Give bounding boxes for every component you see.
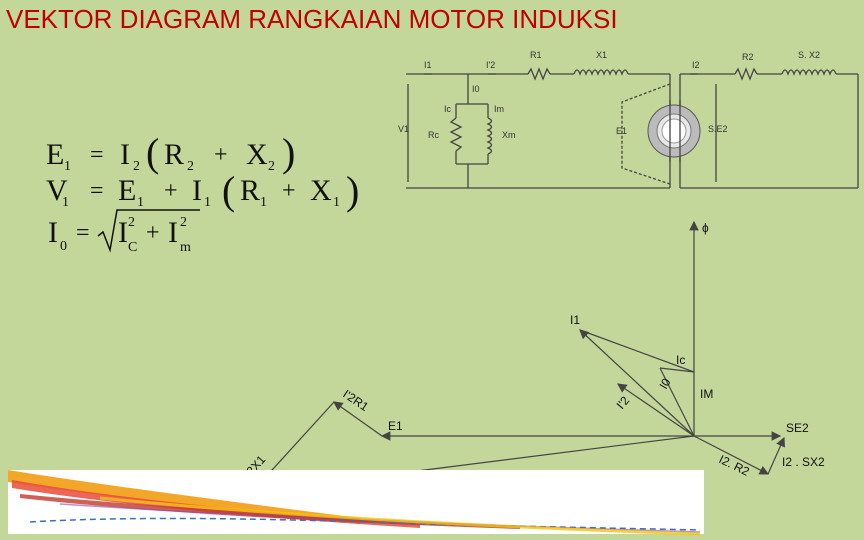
svg-text:+: +	[146, 220, 160, 246]
svg-text:X1: X1	[596, 50, 607, 60]
svg-text:C: C	[128, 240, 137, 255]
svg-text:X: X	[246, 138, 268, 171]
svg-text:1: 1	[333, 195, 340, 210]
svg-text:m: m	[180, 240, 191, 255]
svg-text:IM: IM	[700, 387, 713, 401]
svg-text:S.E2: S.E2	[708, 124, 728, 134]
svg-text:ϕ: ϕ	[702, 221, 709, 235]
svg-text:SE2: SE2	[786, 421, 809, 435]
svg-text:=: =	[90, 178, 104, 204]
svg-text:+: +	[214, 142, 228, 168]
svg-text:R1: R1	[530, 50, 542, 60]
svg-text:V1: V1	[398, 124, 409, 134]
svg-text:I: I	[192, 174, 202, 207]
svg-text:2: 2	[268, 159, 275, 174]
vector-diagram	[249, 220, 785, 493]
svg-text:0: 0	[60, 239, 67, 254]
svg-text:2: 2	[180, 215, 187, 230]
svg-text:I0: I0	[472, 84, 480, 94]
svg-text:X: X	[310, 174, 332, 207]
svg-text:S. X2: S. X2	[798, 50, 820, 60]
svg-text:I1: I1	[570, 313, 580, 327]
circuit-labels: I1 I'2 R1 X1 I2 R2 S. X2 I0 Ic Im Rc Xm …	[398, 50, 820, 140]
svg-text:E1: E1	[616, 126, 627, 136]
svg-text:): )	[346, 168, 359, 213]
svg-text:Rc: Rc	[428, 130, 439, 140]
svg-text:E: E	[46, 138, 64, 171]
svg-text:I: I	[118, 216, 128, 249]
svg-text:(: (	[146, 130, 159, 175]
svg-text:=: =	[76, 220, 90, 246]
svg-text:2: 2	[133, 159, 140, 174]
svg-text:1: 1	[62, 195, 69, 210]
svg-text:E: E	[118, 174, 136, 207]
svg-text:1: 1	[204, 195, 211, 210]
svg-text:2: 2	[187, 159, 194, 174]
motor-icon	[647, 100, 701, 162]
svg-text:=: =	[90, 142, 104, 168]
svg-text:R: R	[240, 174, 260, 207]
svg-text:Ic: Ic	[676, 353, 685, 367]
svg-text:2: 2	[128, 215, 135, 230]
decorative-swoosh	[8, 470, 704, 536]
svg-text:I'2: I'2	[486, 60, 495, 70]
equation-block: E 1 = I 2 ( R 2 + X 2 ) V 1 = E 1 + I 1 …	[46, 130, 359, 255]
svg-text:E1: E1	[388, 419, 403, 433]
svg-text:Xm: Xm	[502, 130, 516, 140]
svg-text:1: 1	[260, 195, 267, 210]
svg-text:I: I	[168, 216, 178, 249]
slide-title: VEKTOR DIAGRAM RANGKAIAN MOTOR INDUKSI	[6, 4, 618, 34]
svg-text:I: I	[48, 216, 58, 249]
svg-text:R2: R2	[742, 52, 754, 62]
svg-text:I: I	[120, 138, 130, 171]
svg-text:R: R	[164, 138, 184, 171]
vector-labels: ϕ I1 Ic I0 IM I'2 E1 I'2R1 I'2X1 V1 SE2 …	[240, 221, 825, 513]
svg-text:I2 . SX2: I2 . SX2	[782, 455, 825, 469]
svg-text:Im: Im	[494, 104, 504, 114]
svg-text:Ic: Ic	[444, 104, 452, 114]
svg-text:+: +	[282, 178, 296, 204]
svg-text:I1: I1	[424, 60, 432, 70]
svg-text:I2: I2	[692, 60, 700, 70]
svg-text:+: +	[164, 178, 178, 204]
svg-text:I'2: I'2	[614, 393, 633, 412]
svg-text:(: (	[222, 168, 235, 213]
svg-text:1: 1	[137, 195, 144, 210]
svg-text:): )	[282, 130, 295, 175]
svg-text:V: V	[46, 174, 68, 207]
svg-text:1: 1	[64, 159, 71, 174]
